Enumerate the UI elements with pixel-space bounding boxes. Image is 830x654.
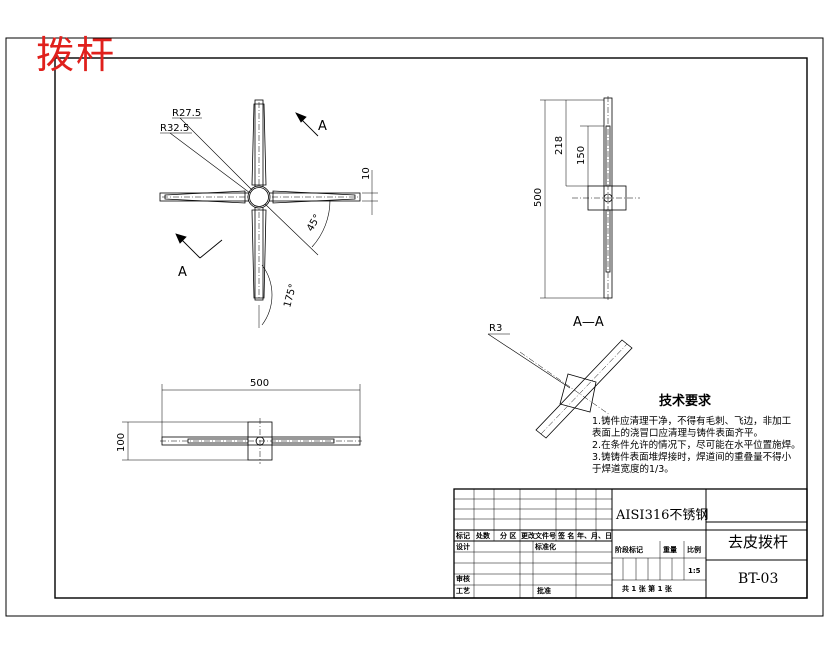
title-block-grid [453,488,808,599]
dim-bottom-height: 100 [116,433,127,452]
section-view [487,333,633,439]
dim-angle-45: 45° [305,213,323,234]
tech-line: 于焊道宽度的1/3。 [592,464,674,475]
inner-frame [54,57,808,599]
tb-row-design: 设计 [456,543,470,551]
tb-header-doc: 更改文件号 [521,532,556,540]
dim-small: 10 [361,167,372,180]
dim-r-outer: R32.5 [160,123,189,134]
tb-stage-mark: 阶段标记 [615,546,643,554]
dim-height-218: 218 [554,136,565,155]
side-view [540,96,640,300]
dim-r-inner: R27.5 [172,108,201,119]
tech-line: 1.铸件应清理干净，不得有毛刺、飞边，非加工 [592,416,792,427]
tech-line: 2.在条件允许的情况下，尽可能在水平位置施焊。 [592,440,801,451]
section-label-top: A [318,119,327,134]
tech-line: 3.铸铸件表面堆焊接时，焊道间的重叠量不得小 [592,452,792,463]
dim-height-150: 150 [576,146,587,165]
tb-scale: 1:5 [688,567,701,575]
tb-header-sign: 签 名 [558,532,575,540]
tb-drawing-no: BT-03 [738,571,779,587]
tech-title: 技术要求 [658,394,711,409]
bottom-view [122,384,362,464]
tb-header-mark: 标记 [456,532,470,540]
tb-ratio: 比例 [687,546,701,554]
front-view [159,99,378,328]
dim-radius-r3: R3 [489,323,502,334]
tech-line: 表面上的浇冒口应清理与铸件表面齐平。 [592,428,764,439]
dim-angle-175: 175° [282,283,299,309]
section-view-label: A—A [573,315,604,330]
dim-height-total: 500 [533,188,544,207]
tb-header-date: 年、月、日 [577,532,612,540]
tech-requirements: 技术要求 1.铸件应清理干净，不得有毛刺、飞边，非加工 表面上的浇冒口应清理与铸… [592,395,808,476]
dim-bottom-length: 500 [250,378,269,389]
tb-material: AISI316不锈钢 [616,508,709,523]
tb-header-count: 处数 [476,532,490,540]
drawing-main-title: 拨杆 [36,33,117,77]
tb-row-std: 标准化 [535,543,556,551]
tb-part-name: 去皮拨杆 [728,533,789,551]
tb-row-review: 审核 [456,575,470,583]
tb-row-approve: 批准 [537,587,551,595]
tb-weight: 重量 [663,546,677,554]
outer-frame [5,37,824,617]
tb-header-zone: 分 区 [500,532,517,540]
tb-sheets: 共 1 张 第 1 张 [622,585,672,593]
section-label-bottom: A [178,265,187,280]
tb-row-process: 工艺 [456,587,470,595]
